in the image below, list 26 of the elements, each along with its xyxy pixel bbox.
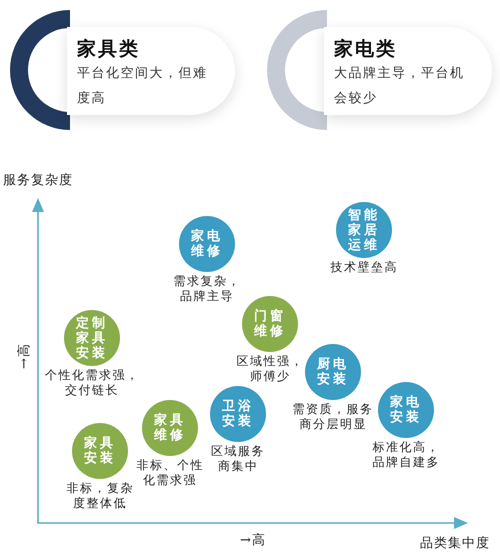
bubble-caption: 个性化需求强，交付链长 — [44, 368, 140, 398]
bubble-caption: 非标，复杂度整体低 — [66, 481, 134, 511]
bubble-caption: 需资质，服务商分层明显 — [292, 402, 374, 432]
card-title: 家电类 — [334, 37, 397, 61]
bubble-caption: 需求复杂，品牌主导 — [172, 274, 242, 304]
bubble-caption: 非标、个性化需求强 — [136, 458, 204, 488]
service-bubble: 家具维修 — [142, 400, 198, 456]
service-bubble: 家电安装 — [378, 382, 434, 438]
card-title: 家具类 — [77, 37, 140, 61]
axis-end-label: →高 — [240, 533, 266, 549]
axis-end-label: →高 — [16, 343, 33, 369]
axis-title: 服务复杂度 — [3, 173, 73, 189]
service-bubble: 门窗维修 — [242, 296, 298, 352]
service-bubble: 智能家居运维 — [336, 202, 392, 258]
bubble-caption: 标准化高，品牌自建多 — [372, 440, 440, 470]
bubble-caption: 区域服务商集中 — [210, 444, 266, 474]
service-bubble: 家电维修 — [179, 216, 235, 272]
service-bubble: 卫浴安装 — [210, 386, 266, 442]
axis-title: 品类集中度 — [420, 536, 490, 552]
service-bubble: 定制家具安装 — [64, 310, 120, 366]
bubble-caption: 区域性强，师傅少 — [236, 354, 304, 384]
service-bubble: 厨电安装 — [305, 344, 361, 400]
bubble-caption: 技术壁垒高 — [330, 260, 398, 275]
service-bubble: 家具安装 — [72, 423, 128, 479]
card-description: 大品牌主导，平台机会较少 — [334, 65, 466, 108]
card-description: 平台化空间大，但难度高 — [77, 65, 208, 108]
